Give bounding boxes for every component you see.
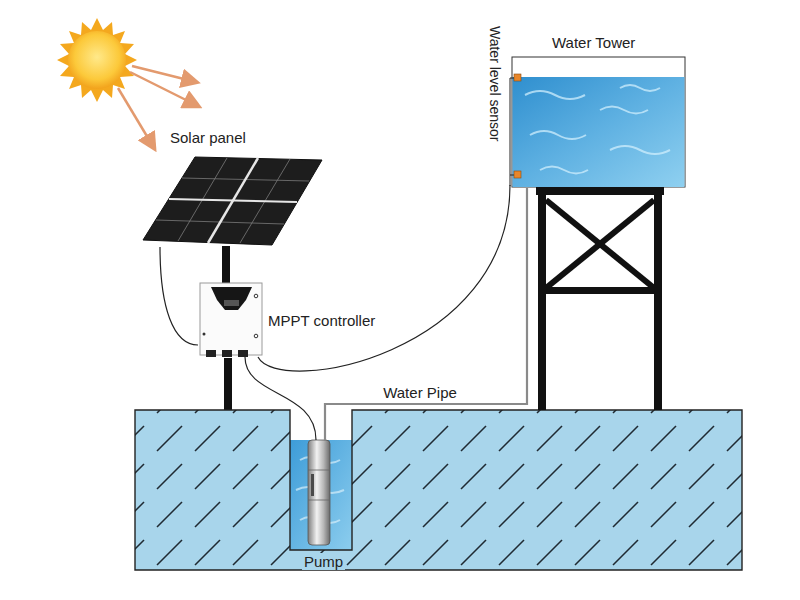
controller-node: MPPT controller [198,282,388,357]
ground [135,409,742,570]
node-label: Pump [302,553,345,570]
node-label: MPPT controller [268,312,375,329]
water-level-sensor [510,74,521,186]
power-wire [160,247,198,345]
water-tower-node: Water Tower [510,32,687,188]
node-label: Water Tower [552,34,635,51]
node-label: Solar panel [170,129,246,146]
edge-label: Water Pipe [381,384,459,401]
pump-node: Pump [290,440,355,572]
mppt-controller [200,283,262,410]
sensor-wire [258,185,510,371]
water-tower [512,57,685,410]
submersible-pump [308,440,330,545]
sensor-label: Water level sensor [486,26,503,141]
sun [57,18,198,148]
solar-panel-node: Solar panel [140,125,325,247]
solar-panel [143,157,322,284]
